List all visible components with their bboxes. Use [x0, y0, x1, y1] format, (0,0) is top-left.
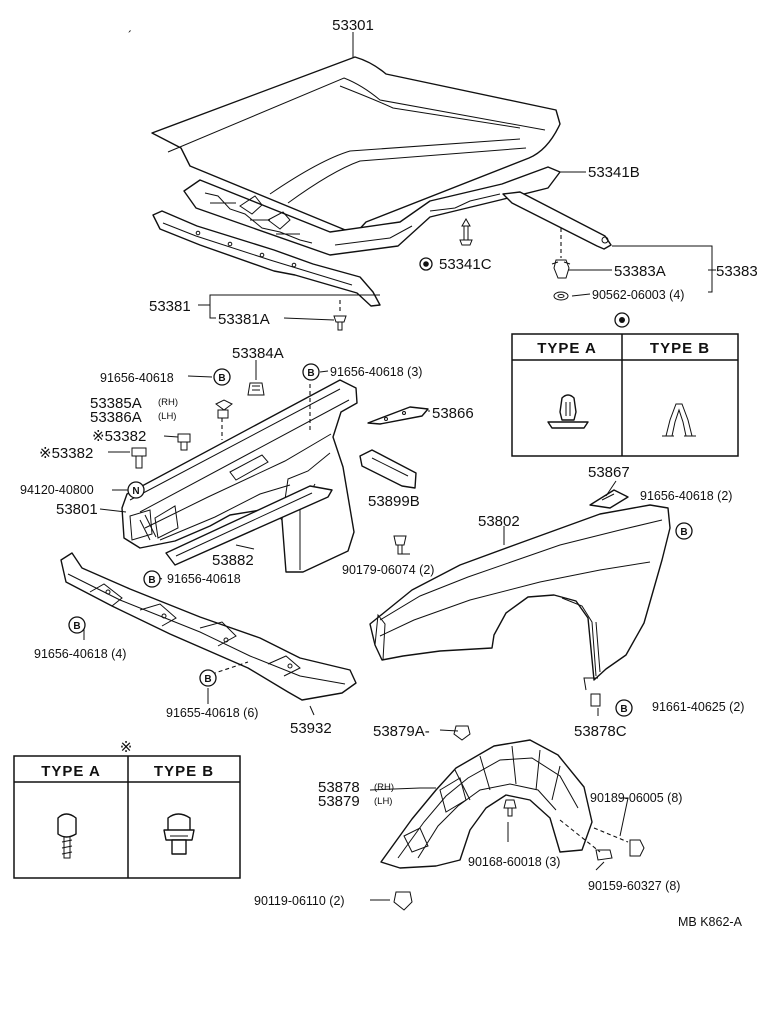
part-53878c — [590, 693, 601, 707]
screw-90168 — [503, 799, 517, 817]
clip-53384a — [215, 382, 311, 440]
svg-text:B: B — [204, 674, 211, 685]
clip-53341c — [419, 217, 473, 271]
label-53899b: 53899B — [368, 493, 420, 510]
front-lower-panel — [60, 552, 357, 701]
svg-text:B: B — [148, 575, 155, 586]
marker-clip-table — [614, 312, 630, 328]
marker-b-6: B — [199, 669, 217, 687]
clip-type-a-icon — [547, 394, 589, 429]
bolt-type-b-icon — [163, 813, 195, 855]
label-90189: 90189-06005 (8) — [590, 791, 682, 805]
label-53341c: 53341C — [439, 256, 492, 273]
clip-53383a — [551, 228, 571, 301]
marker-n: N — [127, 481, 145, 499]
svg-text:B: B — [73, 621, 80, 632]
label-lh: (LH) — [158, 411, 176, 422]
hood-inner-frame — [183, 166, 561, 256]
label-53879: 53879 — [318, 793, 360, 810]
fender-right — [369, 504, 671, 691]
label-90168: 90168-60018 (3) — [468, 855, 560, 869]
bolt-table-symbol: ※ — [120, 739, 133, 756]
diagram-code: MB K862-A — [678, 915, 743, 929]
bolt-type-a-icon — [57, 813, 77, 859]
svg-text:B: B — [307, 368, 314, 379]
marker-b-4: B — [675, 522, 693, 540]
bolt-53382-b — [131, 447, 147, 469]
label-91661: 91661-40625 (2) — [652, 700, 744, 714]
part-53866 — [367, 406, 429, 425]
marker-b-7: B — [615, 699, 633, 717]
clip-table-type-a: TYPE A — [537, 340, 597, 357]
svg-text:B: B — [680, 527, 687, 538]
svg-text:B: B — [218, 373, 225, 384]
label-53878c: 53878C — [574, 723, 627, 740]
label-91656-c: 91656-40618 — [167, 572, 241, 586]
bolt-table-type-a: TYPE A — [41, 763, 101, 780]
clip-type-table: TYPE A TYPE B — [511, 333, 739, 457]
label-53879a: 53879A- — [373, 723, 430, 740]
hood-seal-right — [502, 191, 612, 250]
label-53383: 53383 — [716, 263, 758, 280]
hood-panel — [151, 56, 561, 235]
label-91655: 91655-40618 (6) — [166, 706, 258, 720]
label-53301: 53301 — [332, 17, 374, 34]
nut-90159 — [595, 849, 613, 861]
label-rh-2: (RH) — [374, 782, 394, 793]
part-53867 — [589, 489, 629, 509]
screw-90179 — [393, 535, 407, 555]
label-53932: 53932 — [290, 720, 332, 737]
fender-liner — [380, 739, 593, 869]
leader-lines — [83, 32, 716, 901]
label-90179: 90179-06074 (2) — [342, 563, 434, 577]
bolt-53381a — [333, 300, 347, 331]
marker-b-1: B — [213, 368, 231, 386]
hood-front-seal — [152, 210, 381, 307]
label-53801: 53801 — [56, 501, 98, 518]
label-53882: 53882 — [212, 552, 254, 569]
label-53867: 53867 — [588, 464, 630, 481]
screw-90189 — [593, 827, 645, 857]
label-53385a: 53385A — [90, 395, 142, 412]
fender-apron-left — [121, 379, 358, 573]
clip-90119 — [393, 891, 413, 911]
label-53878: 53878 — [318, 779, 360, 796]
label-53341b: 53341B — [588, 164, 640, 181]
label-94120: 94120-40800 — [20, 483, 94, 497]
bolt-table-type-b: TYPE B — [154, 763, 214, 780]
label-53381: 53381 — [149, 298, 191, 315]
label-lh-2: (LH) — [374, 796, 392, 807]
label-53383a: 53383A — [614, 263, 666, 280]
label-91656-b: 91656-40618 (3) — [330, 365, 422, 379]
bracket-53899b — [359, 449, 417, 489]
clip-table-type-b: TYPE B — [650, 340, 710, 357]
label-90562: 90562-06003 (4) — [592, 288, 684, 302]
label-91656-e: 91656-40618 (4) — [34, 647, 126, 661]
label-91656-a: 91656-40618 — [100, 371, 174, 385]
clip-53879a — [453, 725, 471, 741]
marker-b-2: B — [302, 363, 320, 381]
label-90119: 90119-06110 (2) — [254, 894, 345, 908]
label-53382-a: ※53382 — [92, 428, 146, 445]
label-53866: 53866 — [432, 405, 474, 422]
marker-b-3: B — [143, 570, 161, 588]
label-90159: 90159-60327 (8) — [588, 879, 680, 893]
bolt-type-table: ※ TYPE A TYPE B — [13, 739, 241, 879]
label-53386a: 53386A — [90, 409, 142, 426]
svg-text:N: N — [132, 486, 139, 497]
svg-text:B: B — [620, 704, 627, 715]
label-53802: 53802 — [478, 513, 520, 530]
marker-b-5: B — [68, 616, 86, 634]
clip-type-b-icon — [662, 403, 696, 437]
stray-mark: ´ — [128, 29, 132, 43]
apron-rail — [165, 485, 333, 566]
label-53381a: 53381A — [218, 311, 270, 328]
label-53384a: 53384A — [232, 345, 284, 362]
label-91656-d: 91656-40618 (2) — [640, 489, 732, 503]
label-rh: (RH) — [158, 397, 178, 408]
bolt-53382-a — [177, 433, 191, 451]
label-53382-b: ※53382 — [39, 445, 93, 462]
